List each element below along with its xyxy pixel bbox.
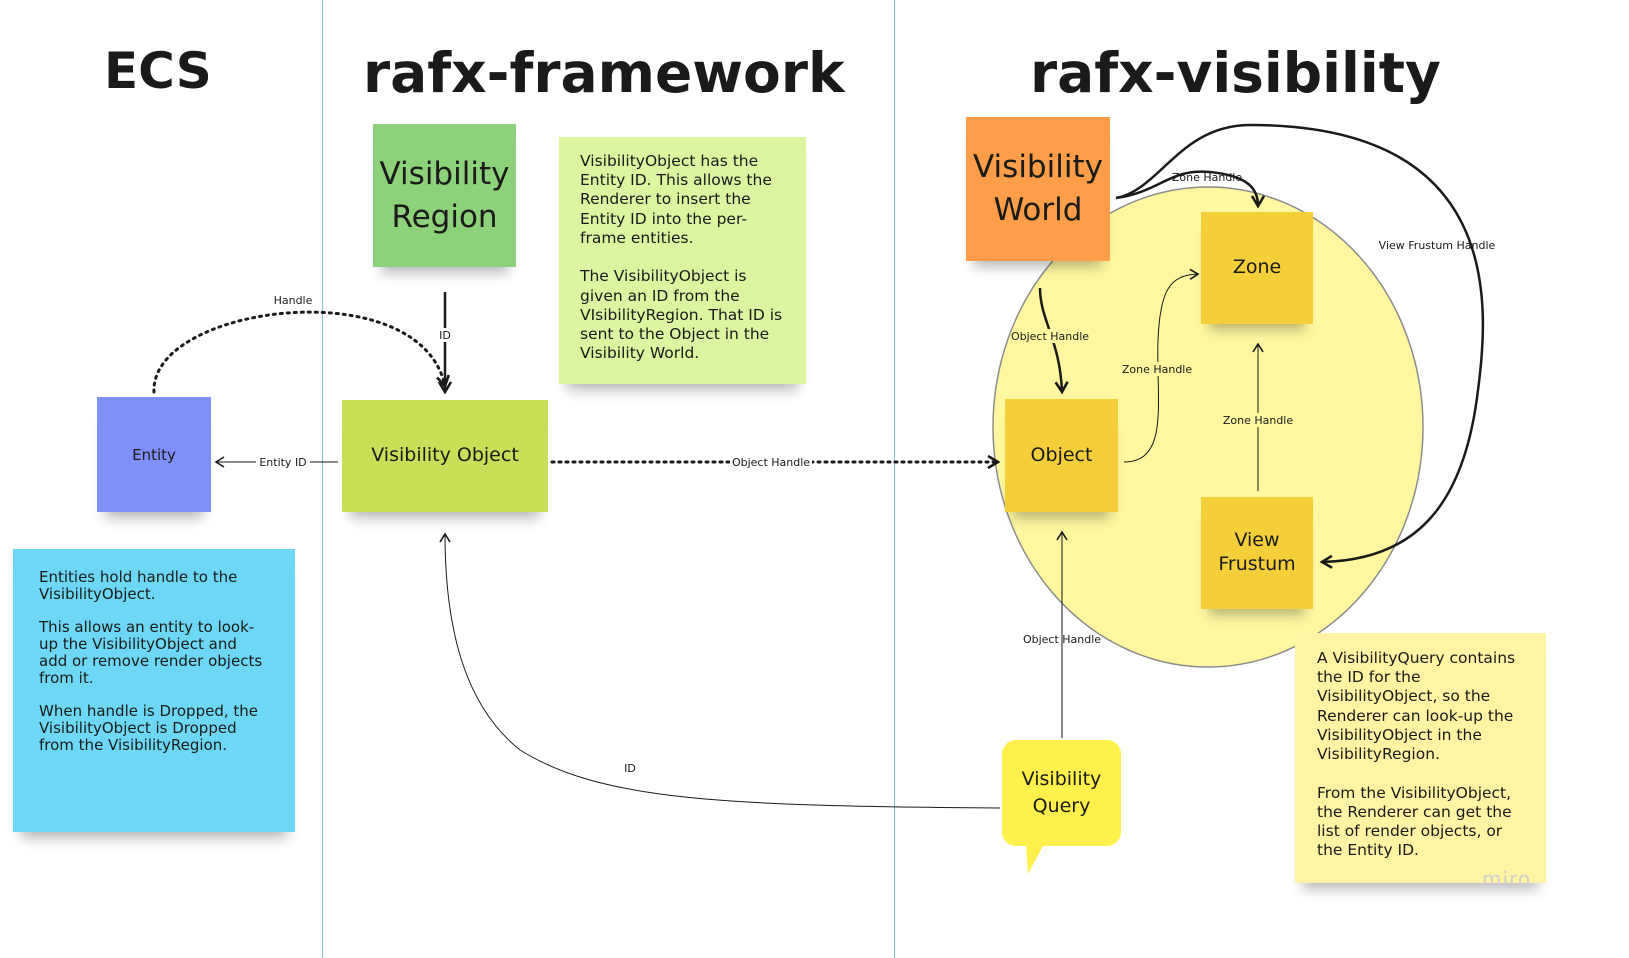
column-divider-left [322,0,323,958]
object-label: Object [1030,443,1093,466]
connector-label-zone-handle-world: Zone Handle [1172,171,1243,184]
query-description-note[interactable]: A VisibilityQuery contains the ID for th… [1295,633,1546,883]
zone-ellipse [992,186,1424,668]
zone-label: Zone [1232,256,1282,279]
visibility-world-label: Visibility World [973,149,1103,228]
ecs-description-note[interactable]: Entities hold handle to the VisibilityOb… [13,549,295,832]
connector-label-query-id: ID [624,762,636,775]
object-node[interactable]: Object [1005,399,1118,512]
connector-query-id [439,532,1001,809]
connector-label-entity-id: Entity ID [259,456,306,469]
visibility-query-label: Visibility Query [1021,768,1102,817]
visibility-object-node[interactable]: Visibility Object [342,400,548,512]
title-rafx-visibility: rafx-visibility [1030,41,1441,105]
visibility-object-label: Visibility Object [371,444,519,467]
visibility-region-label: Visibility Region [379,155,510,235]
connector-label-handle: Handle [274,294,313,307]
connector-label-object-handle-main: Object Handle [732,456,810,469]
view-frustum-node[interactable]: View Frustum [1201,497,1313,609]
miro-watermark: miro [1482,867,1532,891]
framework-description-note[interactable]: VisibilityObject has the Entity ID. This… [559,137,806,384]
visibility-query-tail [1026,844,1044,874]
view-frustum-label: View Frustum [1218,529,1296,575]
connector-zone-handle-world [1115,170,1266,209]
visibility-world-node[interactable]: Visibility World [966,117,1110,261]
visibility-query-node[interactable]: Visibility Query [1002,740,1121,846]
connector-zone-handle-object [1123,268,1200,463]
connector-view-frustum-handle [1115,123,1485,569]
title-rafx-framework: rafx-framework [363,41,845,105]
visibility-region-node[interactable]: Visibility Region [373,124,516,267]
connector-label-object-handle-query: Object Handle [1023,633,1101,646]
entity-node[interactable]: Entity [97,397,211,512]
connector-handle [152,310,450,394]
connector-label-object-handle-world: Object Handle [1011,330,1089,343]
connector-label-zone-handle-object: Zone Handle [1122,363,1193,376]
connector-label-region-id: ID [439,329,451,342]
zone-node[interactable]: Zone [1201,212,1313,324]
connector-label-view-frustum-handle: View Frustum Handle [1379,239,1496,252]
connector-label-zone-handle-frustum: Zone Handle [1223,414,1294,427]
column-divider-right [894,0,895,958]
entity-node-label: Entity [132,445,176,464]
title-ecs: ECS [104,42,212,100]
